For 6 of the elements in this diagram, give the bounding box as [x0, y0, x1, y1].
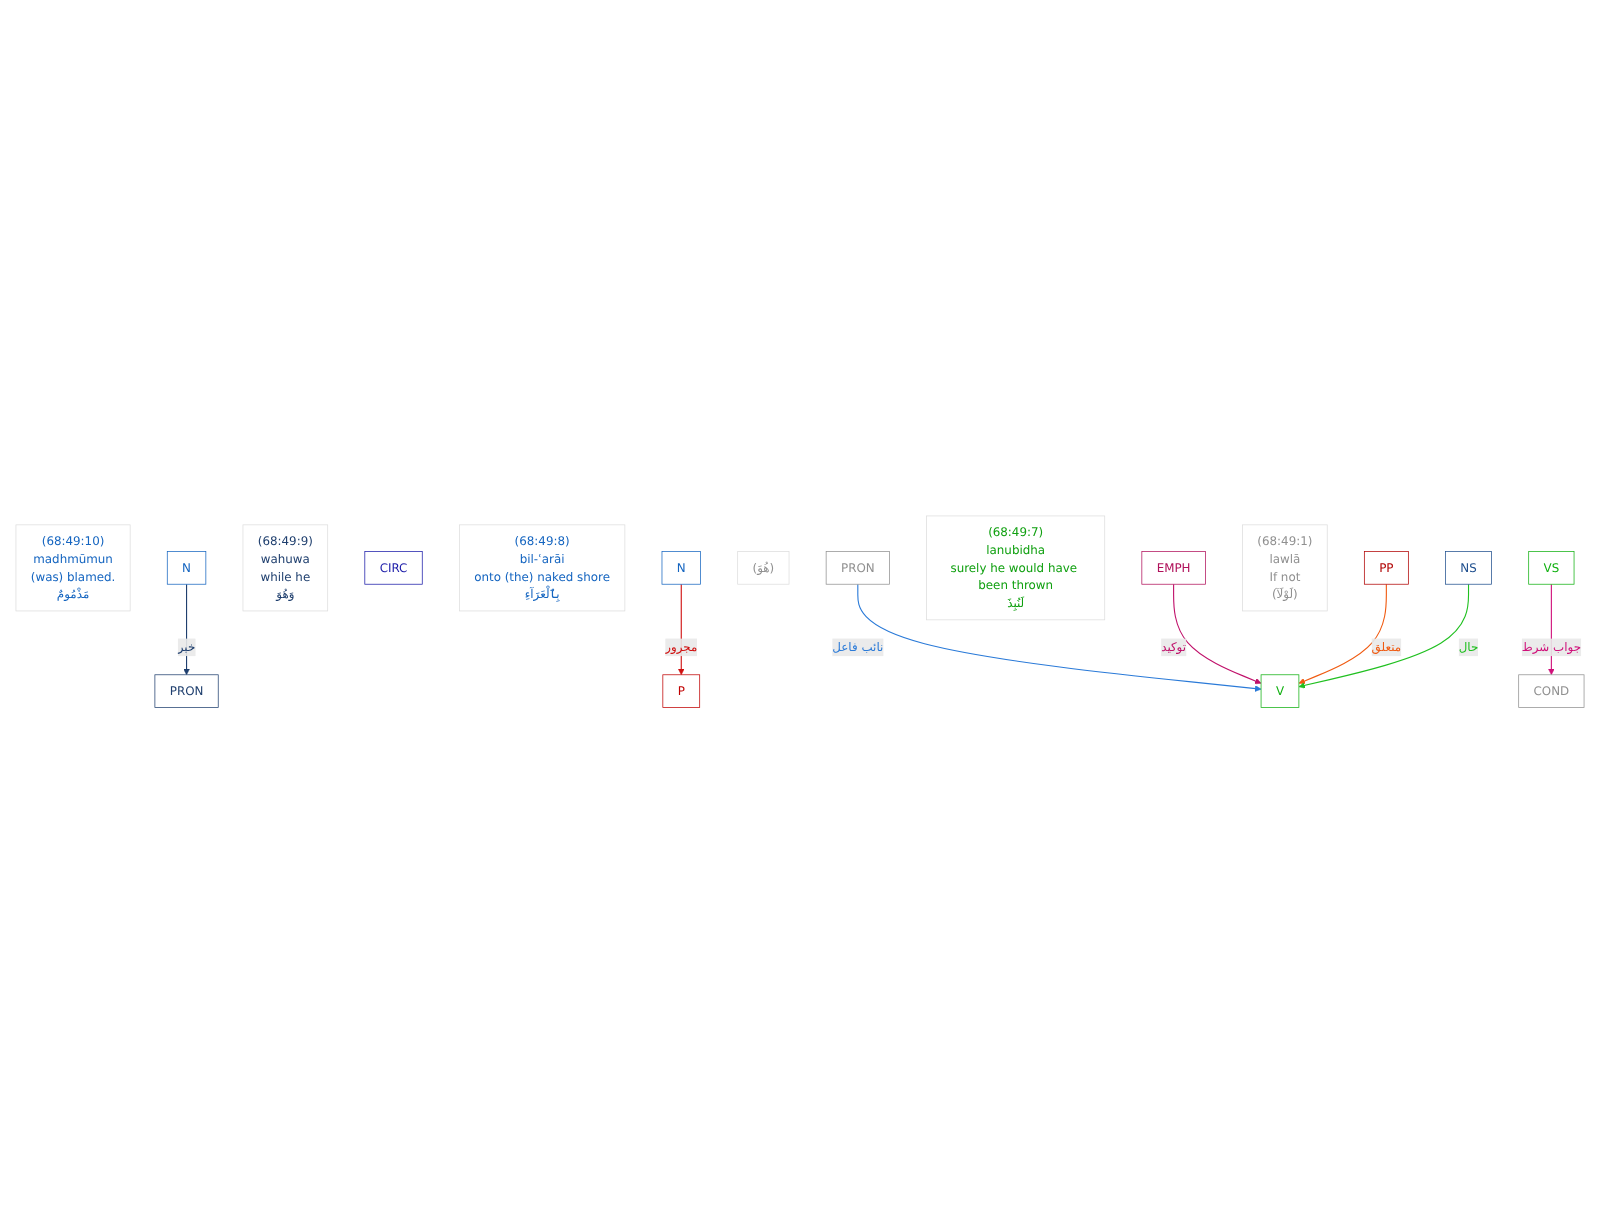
- arrow: [857, 583, 1262, 692]
- arrow: [1298, 583, 1470, 688]
- arrow: [1173, 583, 1262, 684]
- arrow: [1298, 583, 1387, 684]
- arrow: [183, 583, 190, 675]
- arrow: [678, 583, 685, 675]
